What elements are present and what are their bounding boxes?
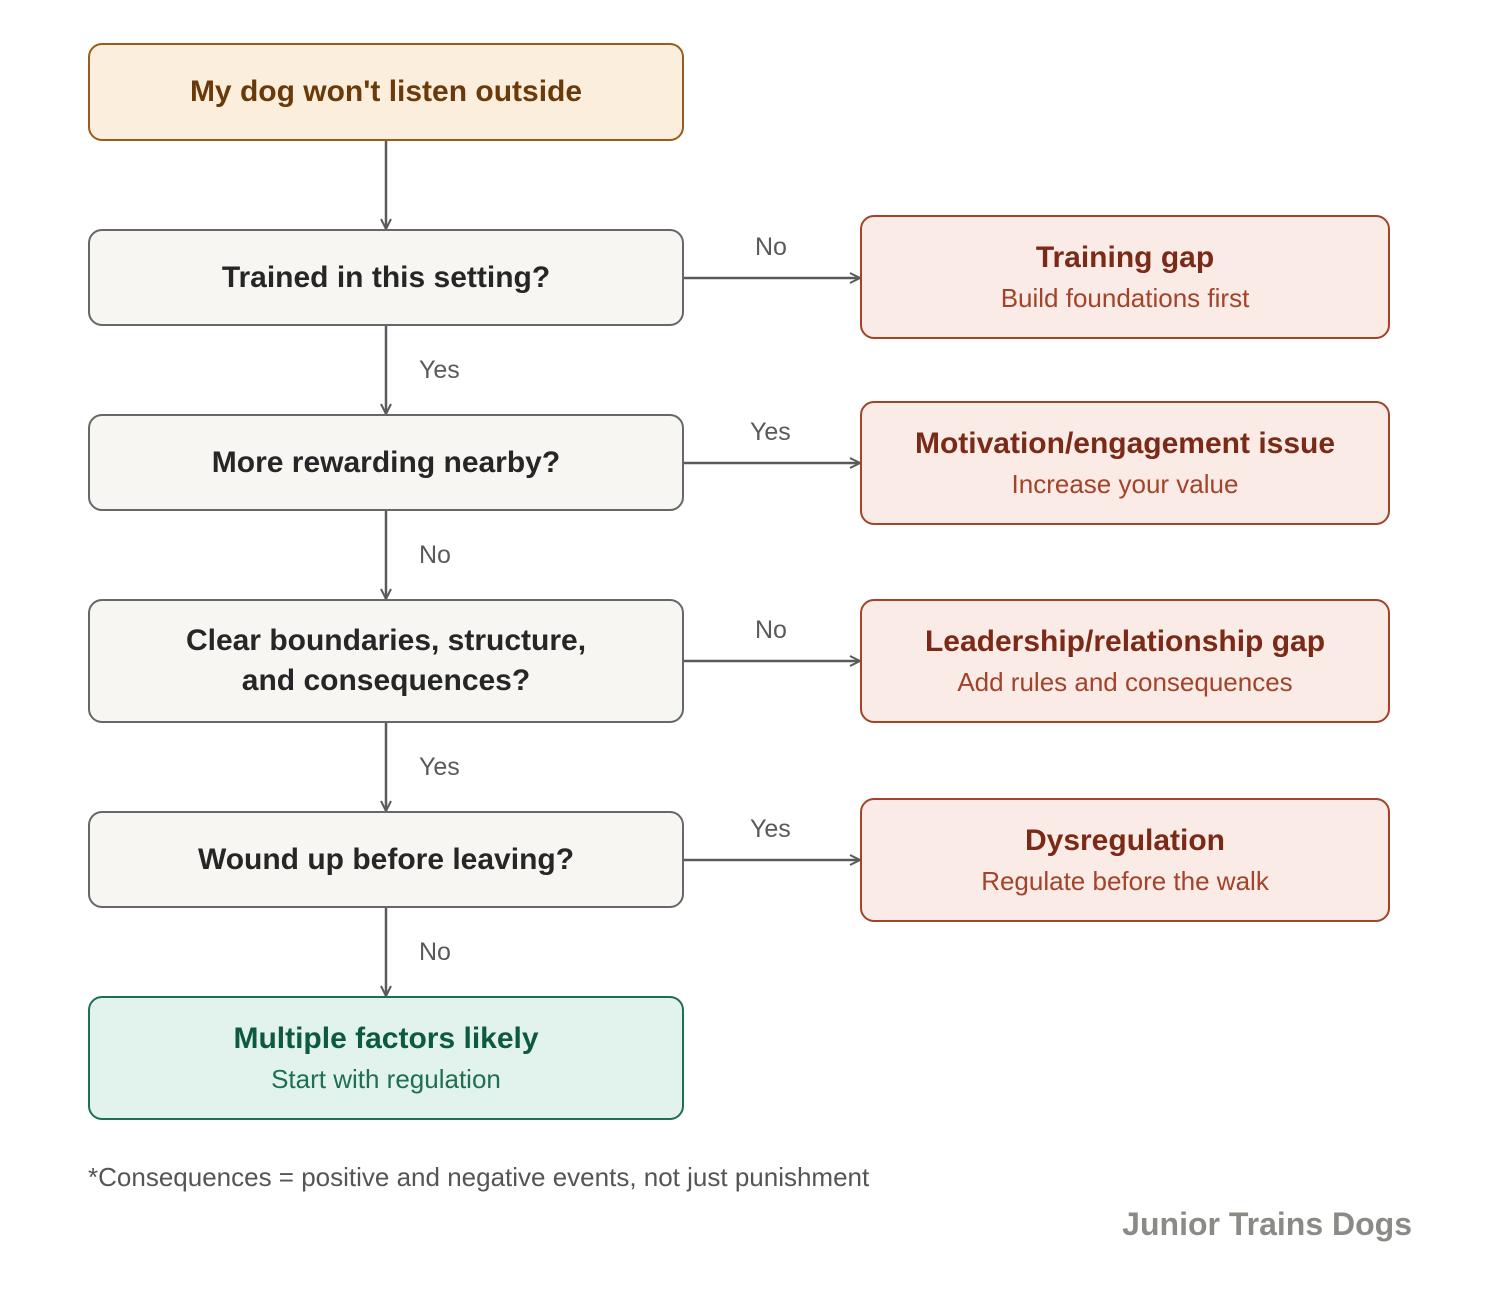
outcome-node-leadership: Leadership/relationship gap Add rules an… [860, 599, 1390, 723]
outcome-node-motivation: Motivation/engagement issue Increase you… [860, 401, 1390, 525]
outcome-node-training-gap-title: Training gap [1035, 241, 1215, 274]
question-node-rewarding: More rewarding nearby? [88, 414, 684, 511]
outcome-node-motivation-subtitle: Increase your value [1011, 469, 1239, 499]
start-node: My dog won't listen outside [88, 43, 684, 141]
start-node-title: My dog won't listen outside [189, 75, 583, 108]
edge-label-q2-yes: Yes [750, 418, 791, 446]
final-node-title: Multiple factors likely [233, 1022, 539, 1055]
outcome-node-motivation-title: Motivation/engagement issue [914, 427, 1336, 460]
edge-label-q3-yes: Yes [419, 753, 460, 781]
question-node-wound-up: Wound up before leaving? [88, 811, 684, 908]
footnote: *Consequences = positive and negative ev… [88, 1162, 870, 1192]
outcome-node-training-gap: Training gap Build foundations first [860, 215, 1390, 339]
question-node-wound-up-title: Wound up before leaving? [197, 842, 575, 876]
outcome-node-leadership-subtitle: Add rules and consequences [957, 667, 1293, 697]
edge-label-q1-no: No [755, 233, 787, 261]
edge-label-q1-yes: Yes [419, 356, 460, 384]
outcome-node-leadership-title: Leadership/relationship gap [924, 625, 1326, 658]
question-node-trained-title: Trained in this setting? [221, 260, 551, 294]
final-node-subtitle: Start with regulation [271, 1064, 501, 1094]
outcome-node-training-gap-subtitle: Build foundations first [1000, 283, 1250, 313]
question-node-boundaries-title-line1: Clear boundaries, structure, [185, 624, 587, 657]
edge-label-q4-yes: Yes [750, 815, 791, 843]
brand-watermark: Junior Trains Dogs [1122, 1206, 1412, 1242]
outcome-node-dysregulation: Dysregulation Regulate before the walk [860, 798, 1390, 922]
outcome-node-dysregulation-title: Dysregulation [1024, 824, 1226, 857]
question-node-trained: Trained in this setting? [88, 229, 684, 326]
question-node-rewarding-title: More rewarding nearby? [211, 445, 561, 479]
question-node-boundaries-title-line2: and consequences? [241, 664, 531, 697]
edge-label-q3-no: No [755, 616, 787, 644]
final-node: Multiple factors likely Start with regul… [88, 996, 684, 1120]
outcome-node-dysregulation-subtitle: Regulate before the walk [981, 866, 1269, 896]
edge-label-q2-no: No [419, 541, 451, 569]
edge-label-q4-no: No [419, 938, 451, 966]
question-node-boundaries: Clear boundaries, structure, and consequ… [88, 599, 684, 723]
